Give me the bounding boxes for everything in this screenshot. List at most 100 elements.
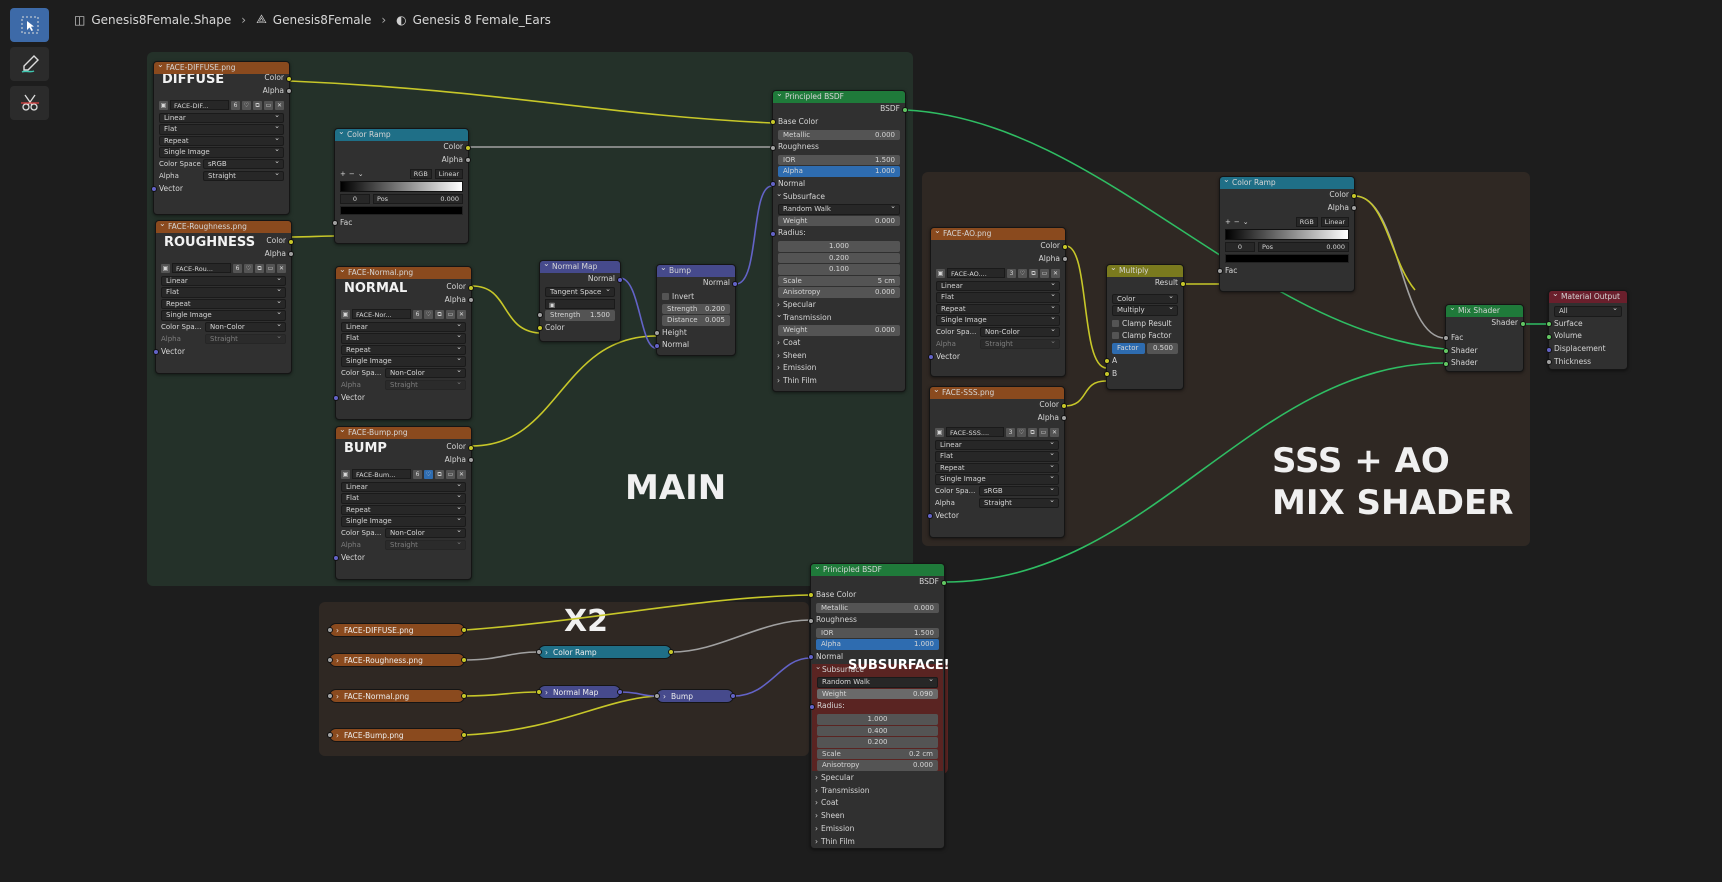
open-folder-icon[interactable]: ▭ [446, 469, 455, 479]
socket-b[interactable] [1104, 371, 1110, 378]
node-header[interactable]: Material Output [1549, 291, 1627, 303]
sheen-panel[interactable]: Sheen [773, 350, 905, 363]
socket-base-color[interactable] [808, 592, 814, 599]
socket-out[interactable] [461, 693, 467, 699]
scale-field[interactable]: 0.2 cm [908, 749, 933, 758]
socket-out[interactable] [461, 627, 467, 633]
socket-color[interactable] [1061, 402, 1067, 409]
alpha-dropdown[interactable]: Straight [385, 538, 466, 551]
image-texture-normal-node[interactable]: FACE-Normal.png NORMAL Color Alpha ▣FACE… [333, 266, 474, 420]
principled-bsdf-node-2[interactable]: Principled BSDF BSDF Base Color Metallic… [808, 563, 950, 849]
unlink-icon[interactable]: ✕ [457, 469, 466, 479]
thin-film-panel[interactable]: Thin Film [773, 375, 905, 388]
collapsed-color-ramp-node[interactable]: Color Ramp [536, 645, 674, 660]
color-space-dropdown[interactable]: Non-Color [385, 366, 466, 379]
socket-bsdf[interactable] [902, 106, 908, 113]
image-name-field[interactable]: FACE-DIF... [170, 100, 229, 111]
material-output-node[interactable]: Material Output All Surface Volume Displ… [1546, 290, 1628, 370]
extension-dropdown[interactable]: Repeat [161, 297, 286, 310]
socket-alpha[interactable] [465, 157, 471, 164]
alpha-dropdown[interactable]: Straight [203, 169, 284, 182]
node-header[interactable]: Normal Map [540, 261, 620, 273]
fake-user-icon[interactable]: ♡ [242, 100, 251, 110]
image-selector[interactable]: ▣FACE-Nor...6♡⧉▭✕ [341, 309, 466, 320]
socket-in[interactable] [327, 657, 333, 663]
image-name-field[interactable]: FACE-Bum... [352, 469, 411, 480]
breadcrumb-mesh[interactable]: Genesis8Female [272, 12, 372, 27]
weight-field[interactable]: 0.090 [912, 689, 933, 698]
remove-stop-icon[interactable]: − [348, 169, 355, 178]
socket-strength[interactable] [537, 312, 543, 319]
links-cut-icon[interactable] [10, 86, 49, 120]
open-folder-icon[interactable]: ▭ [264, 100, 273, 110]
socket-alpha[interactable] [288, 251, 294, 258]
pos-field[interactable]: 0.000 [1326, 242, 1345, 251]
socket-color[interactable] [1351, 192, 1357, 199]
socket-fac[interactable] [332, 220, 338, 227]
node-header[interactable]: Color Ramp [335, 129, 468, 141]
add-stop-icon[interactable]: + [340, 169, 346, 178]
subsurface-panel[interactable]: Subsurface [773, 188, 905, 204]
emission-panel[interactable]: Emission [811, 823, 944, 836]
unlink-icon[interactable]: ✕ [1050, 427, 1059, 437]
node-header[interactable]: Mix Shader [1446, 305, 1523, 317]
socket-vector[interactable] [153, 349, 159, 356]
strength-field[interactable]: 1.500 [589, 311, 610, 320]
image-texture-bump-node[interactable]: FACE-Bump.png BUMP Color Alpha ▣FACE-Bum… [333, 426, 474, 580]
socket-height[interactable] [654, 330, 660, 337]
alpha-dropdown[interactable]: Straight [385, 378, 466, 391]
alpha-dropdown[interactable]: Straight [980, 337, 1060, 350]
socket-out[interactable] [461, 732, 467, 738]
invert-checkbox[interactable] [662, 292, 669, 300]
unlink-icon[interactable]: ✕ [1051, 268, 1060, 278]
socket-roughness[interactable] [808, 617, 814, 624]
collapsed-bump-node-2[interactable]: Bump [654, 689, 736, 704]
mix-multiply-node[interactable]: Multiply Result Color Multiply Clamp Res… [1104, 264, 1186, 390]
image-browse-icon[interactable]: ▣ [936, 268, 945, 278]
image-texture-roughness-node[interactable]: FACE-Roughness.png ROUGHNESS Color Alpha… [153, 220, 294, 374]
space-dropdown[interactable]: Tangent Space [545, 285, 615, 298]
metallic-field[interactable]: 0.000 [913, 603, 934, 612]
ramp-menu-icon[interactable]: ⌄ [357, 169, 364, 178]
add-stop-icon[interactable]: + [1225, 217, 1231, 226]
fake-user-icon[interactable]: ♡ [1018, 268, 1027, 278]
socket-normal-in[interactable] [654, 342, 660, 349]
socket-out[interactable] [730, 693, 736, 699]
socket-alpha[interactable] [468, 457, 474, 464]
color-ramp-gradient[interactable] [1225, 228, 1349, 240]
stop-color-swatch[interactable] [340, 205, 463, 215]
image-name-field[interactable]: FACE-SSS.... [946, 427, 1004, 438]
ior-field[interactable]: 1.500 [913, 628, 934, 637]
image-selector[interactable]: ▣FACE-AO....3♡⧉▭✕ [936, 268, 1060, 279]
stop-index-field[interactable]: 0 [340, 193, 370, 204]
socket-shader-out[interactable] [1520, 320, 1526, 327]
image-browse-icon[interactable]: ▣ [161, 263, 170, 273]
color-space-dropdown[interactable]: Non-Color [980, 325, 1060, 338]
open-folder-icon[interactable]: ▭ [1039, 427, 1048, 437]
socket-color[interactable] [288, 238, 294, 245]
node-header[interactable]: FACE-Roughness.png [156, 221, 291, 233]
breadcrumb-object[interactable]: Genesis8Female.Shape [91, 12, 232, 27]
socket-color[interactable] [1062, 243, 1068, 250]
duplicate-icon[interactable]: ⧉ [255, 263, 264, 273]
clamp-factor-checkbox[interactable] [1112, 332, 1119, 340]
socket-displacement[interactable] [1546, 346, 1552, 353]
socket-surface[interactable] [1546, 321, 1552, 327]
extension-dropdown[interactable]: Repeat [159, 134, 284, 147]
fake-user-icon[interactable]: ♡ [424, 309, 433, 319]
node-header[interactable]: Bump [657, 265, 735, 277]
node-header[interactable]: FACE-AO.png [931, 228, 1065, 240]
image-browse-icon[interactable]: ▣ [935, 427, 944, 437]
transmission-panel[interactable]: Transmission [811, 785, 944, 798]
collapsed-normal-map-node[interactable]: Normal Map [536, 685, 623, 700]
socket-in[interactable] [327, 732, 333, 738]
extension-dropdown[interactable]: Repeat [936, 302, 1060, 315]
collapsed-diffuse-node[interactable]: FACE-DIFFUSE.png [327, 623, 467, 638]
image-selector[interactable]: ▣FACE-Bum...6♡⧉▭✕ [341, 469, 466, 480]
color-ramp-gradient[interactable] [340, 180, 463, 192]
extension-dropdown[interactable]: Repeat [341, 343, 466, 356]
socket-normal-out[interactable] [732, 280, 738, 287]
duplicate-icon[interactable]: ⧉ [253, 100, 262, 110]
collapsed-bump-node[interactable]: FACE-Bump.png [327, 728, 467, 743]
subsurface-method-dropdown[interactable]: Random Walk [817, 676, 938, 688]
